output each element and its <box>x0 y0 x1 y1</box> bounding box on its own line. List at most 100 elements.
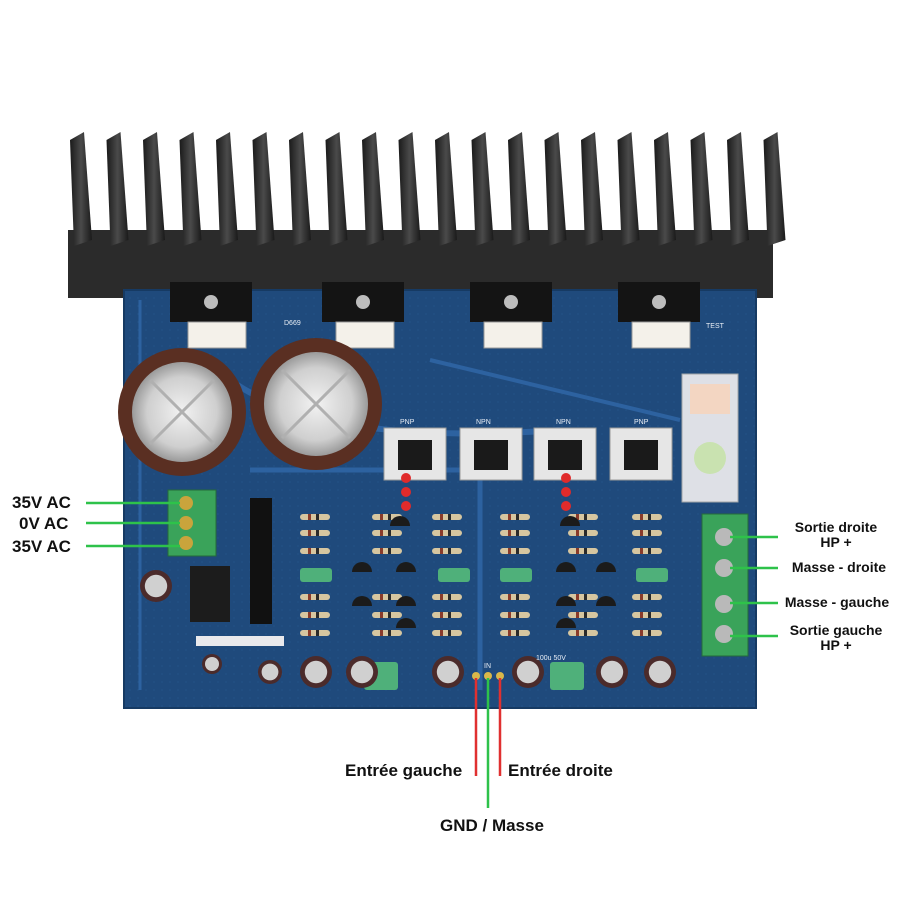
resistor-band <box>508 548 511 554</box>
label-power-1: 35V AC <box>12 493 71 512</box>
resistor-band <box>440 594 443 600</box>
resistor <box>372 548 402 554</box>
label-output-right-line1: Sortie droite <box>794 519 878 535</box>
small-transistor <box>556 562 576 572</box>
resistor-band <box>448 612 451 618</box>
resistor <box>372 530 402 536</box>
callout-lines <box>86 501 778 808</box>
resistor-band <box>316 530 319 536</box>
driver-transistor <box>548 440 582 470</box>
resistor <box>500 612 530 618</box>
silkscreen-in: IN <box>484 663 491 670</box>
capacitor-top <box>205 657 219 671</box>
resistor-band <box>648 594 651 600</box>
label-ground-right: Masse - droite <box>791 559 887 575</box>
label-output-left-line2: HP + <box>820 637 852 653</box>
resistor <box>300 530 330 536</box>
resistor-band <box>516 612 519 618</box>
resistor <box>432 548 462 554</box>
silkscreen-pnp-1: PNP <box>400 419 415 426</box>
resistor-band <box>440 514 443 520</box>
heatsink-fin <box>763 132 786 246</box>
resistor-band <box>640 530 643 536</box>
resistor-band <box>648 630 651 636</box>
resistor-band <box>316 514 319 520</box>
capacitor-top <box>436 660 460 684</box>
resistor-band <box>584 530 587 536</box>
resistor-band <box>388 548 391 554</box>
resistor <box>300 630 330 636</box>
small-transistors <box>352 516 616 628</box>
resistor-band <box>516 530 519 536</box>
resistor <box>432 594 462 600</box>
resistor-band <box>576 594 579 600</box>
resistor-band <box>516 514 519 520</box>
capacitor-top <box>350 660 374 684</box>
small-transistor <box>352 562 372 572</box>
relay <box>681 373 739 503</box>
resistor-band <box>640 548 643 554</box>
resistor-band <box>576 530 579 536</box>
resistor-band <box>576 612 579 618</box>
label-output-right: Sortie droite HP + <box>784 520 888 550</box>
resistor <box>632 630 662 636</box>
resistor-band <box>316 594 319 600</box>
label-input-left: Entrée gauche <box>345 761 463 780</box>
electrolytic-capacitors <box>140 570 676 688</box>
resistor <box>300 612 330 618</box>
small-transistor <box>352 596 372 606</box>
rectifier <box>190 498 284 646</box>
resistor-band <box>648 612 651 618</box>
small-transistor <box>396 562 416 572</box>
resistor-band <box>388 612 391 618</box>
resistor <box>500 630 530 636</box>
label-output-left-line1: Sortie gauche <box>789 622 883 638</box>
label-output-right-line2: HP + <box>820 534 852 550</box>
input-pins <box>472 672 504 680</box>
resistor-band <box>584 548 587 554</box>
resistor-band <box>380 548 383 554</box>
resistor-band <box>380 594 383 600</box>
capacitor-top <box>600 660 624 684</box>
resistor-band <box>584 594 587 600</box>
resistor <box>300 548 330 554</box>
resistor-band <box>308 530 311 536</box>
resistor-band <box>508 594 511 600</box>
label-power-2: 0V AC <box>19 514 69 533</box>
resistor <box>632 514 662 520</box>
silkscreen-npn-1: NPN <box>476 419 491 426</box>
heatsink-fin <box>654 132 676 246</box>
resistor-band <box>380 514 383 520</box>
resistor-band <box>388 594 391 600</box>
silkscreen-pnp-2: PNP <box>634 419 649 426</box>
resistor-band <box>516 548 519 554</box>
driver-transistors <box>383 427 673 481</box>
resistor <box>568 594 598 600</box>
driver-transistor <box>398 440 432 470</box>
leds <box>401 473 571 511</box>
resistor-band <box>640 514 643 520</box>
heatsink-fin <box>435 132 457 246</box>
small-transistor <box>560 516 580 526</box>
silkscreen-npn-2: NPN <box>556 419 571 426</box>
resistor <box>500 514 530 520</box>
resistor <box>432 514 462 520</box>
resistor-band <box>576 514 579 520</box>
resistor <box>632 530 662 536</box>
capacitor-top <box>144 574 168 598</box>
label-ground-left: Masse - gauche <box>784 594 890 610</box>
heatsink-fin <box>617 132 640 246</box>
resistor-band <box>440 612 443 618</box>
mounting-screw <box>504 295 518 309</box>
resistor <box>372 594 402 600</box>
mounting-screw <box>356 295 370 309</box>
resistor-band <box>308 630 311 636</box>
resistor-band <box>508 514 511 520</box>
resistor-band <box>380 630 383 636</box>
resistor-band <box>440 630 443 636</box>
heatsink <box>68 132 786 298</box>
silkscreen-diode: D669 <box>284 320 301 327</box>
resistor-band <box>648 514 651 520</box>
heatsink-fin <box>216 132 238 246</box>
resistor <box>568 530 598 536</box>
